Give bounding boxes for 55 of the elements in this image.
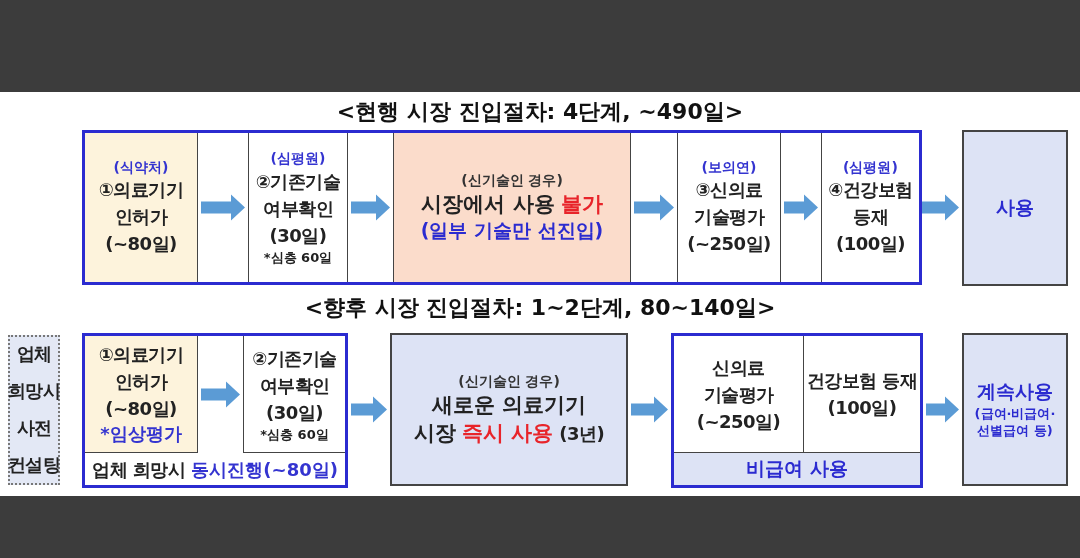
step-text: 즉시 사용 <box>461 420 554 445</box>
step-text: 건강보험 등재 (100일) <box>806 369 918 420</box>
step-text: ①의료기기 인허가 (~80일) <box>97 178 185 257</box>
block-arrow <box>201 194 245 221</box>
step-text: 시장에서 사용 <box>421 191 555 216</box>
step-text: 불가 <box>560 191 603 216</box>
block-arrow <box>634 194 674 221</box>
step-cell <box>677 133 781 282</box>
step-text: (3년) <box>559 422 605 444</box>
step-text: 업체 희망시 <box>92 458 186 480</box>
group-frame <box>82 130 922 285</box>
step-cell <box>248 133 348 282</box>
group-frame <box>82 333 348 488</box>
block-arrow <box>631 396 668 423</box>
step-text: 새로운 의료기기 <box>431 391 587 419</box>
note-text: *심층 60일 <box>263 248 333 267</box>
step-text: ④건강보험 등재 (100일) <box>827 178 914 257</box>
result-box <box>962 130 1068 286</box>
step-cell <box>393 133 631 282</box>
step-text: *임상평가 <box>100 422 182 447</box>
note-text: *심층 60일 <box>260 425 329 444</box>
agency-label: (보의연) <box>701 157 757 177</box>
process-box <box>390 333 628 486</box>
step-text: (일부 기술만 선진입) <box>420 218 604 244</box>
step-text: ③신의료 기술평가 (~250일) <box>686 178 772 257</box>
block-arrow <box>201 381 240 408</box>
step-text: 시장 <box>413 420 456 445</box>
step-cell <box>85 336 198 453</box>
agency-label: (식약처) <box>113 157 169 177</box>
agency-label: (신기술인 경우) <box>458 371 560 391</box>
block-arrow <box>926 396 959 423</box>
step-text: 업체 희망시 사전 컨설팅 <box>7 342 61 477</box>
step-text: 신의료 기술평가 (~250일) <box>695 355 782 434</box>
section-title: <향후 시장 진입절차: 1~2단계, 80~140일> <box>303 294 777 322</box>
agency-label: (심평원) <box>843 157 898 177</box>
block-arrow <box>784 194 818 221</box>
result-box <box>962 333 1068 486</box>
group-frame <box>671 333 923 488</box>
agency-label: (심평원) <box>270 148 326 168</box>
step-cell <box>85 133 198 282</box>
step-cell <box>243 336 345 453</box>
block-arrow <box>351 194 390 221</box>
footer-band <box>674 453 920 485</box>
section-title: <현행 시장 진입절차: 4단계, ~490일> <box>335 98 745 126</box>
step-text: 비급여 사용 <box>746 456 848 482</box>
step-text: ②기존기술 여부확인 (30일) <box>254 169 342 248</box>
note-text: (급여·비급여· 선별급여 등) <box>973 404 1057 440</box>
step-text: 계속사용 <box>977 379 1053 405</box>
block-arrow <box>351 396 387 423</box>
step-text: ①의료기기 인허가 (~80일) <box>97 343 185 422</box>
step-text: 동시진행(~80일) <box>191 458 338 480</box>
agency-label: (신기술인 경우) <box>461 171 563 190</box>
step-text: 사용 <box>996 195 1034 221</box>
step-text: ②기존기술 여부확인 (30일) <box>251 346 338 425</box>
block-arrow <box>922 194 959 221</box>
